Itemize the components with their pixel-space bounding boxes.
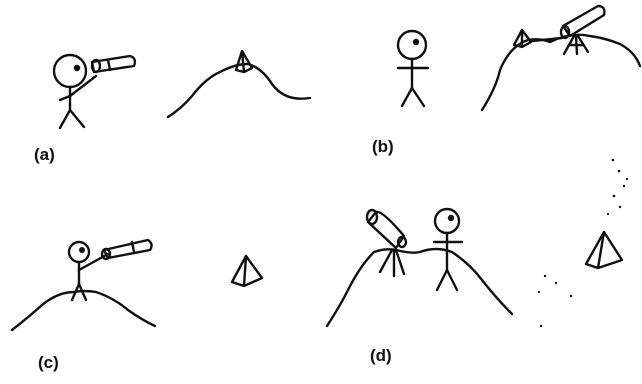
pyramid-icon xyxy=(232,256,262,286)
dotted-light-path xyxy=(538,159,628,327)
dot xyxy=(540,325,542,327)
telescope-tube xyxy=(104,240,152,258)
hill-outline xyxy=(482,35,640,110)
panel-label-d: (d) xyxy=(370,347,392,364)
panel-c-telescope xyxy=(102,240,152,259)
stick-figure-eye xyxy=(414,40,418,44)
pyramid-icon xyxy=(586,232,622,268)
dot xyxy=(618,170,621,173)
pyramid-icon xyxy=(514,30,531,47)
panel-b-hill xyxy=(482,30,640,110)
panel-c-scene xyxy=(12,240,262,330)
dot xyxy=(623,185,625,187)
dot xyxy=(544,275,546,277)
panel-d-scene xyxy=(327,159,628,327)
telescope-tripod xyxy=(564,36,588,54)
stick-figure-legs xyxy=(402,88,424,106)
dot xyxy=(626,178,628,180)
dot xyxy=(607,213,609,215)
panel-a-hill xyxy=(168,51,310,117)
dot xyxy=(619,206,621,208)
dot xyxy=(612,159,615,162)
stick-figure-head xyxy=(69,242,89,262)
panel-b-scene xyxy=(398,6,640,110)
panel-label-a: (a) xyxy=(34,146,55,163)
hill-outline xyxy=(327,249,512,326)
stick-figure-head xyxy=(398,31,426,59)
telescope-band xyxy=(108,60,110,70)
stick-figure-head xyxy=(54,55,86,87)
dot xyxy=(570,295,572,297)
telescope-tripod xyxy=(380,250,404,276)
dot xyxy=(555,282,557,284)
stick-figure-legs xyxy=(60,110,84,128)
panel-b-telescope xyxy=(561,6,604,54)
panel-a-telescope xyxy=(92,56,135,72)
panel-label-c: (c) xyxy=(38,354,59,371)
panel-d-telescope xyxy=(367,210,406,276)
stick-figure-eye xyxy=(75,66,79,70)
stick-figure-eye xyxy=(449,216,453,220)
stick-figure-head xyxy=(435,209,459,233)
dot xyxy=(613,195,616,198)
panel-a-scene xyxy=(54,51,310,128)
dot xyxy=(538,291,540,293)
panel-d-hill xyxy=(327,249,512,326)
panel-a-stick-figure xyxy=(54,55,96,128)
stick-figure-eye xyxy=(80,248,84,252)
stick-figure-legs xyxy=(437,270,457,290)
panel-b-stick-figure xyxy=(398,31,428,106)
pyramid-icon xyxy=(236,51,252,72)
panel-label-b: (b) xyxy=(372,138,394,155)
stick-figure-left-arm xyxy=(60,96,70,100)
